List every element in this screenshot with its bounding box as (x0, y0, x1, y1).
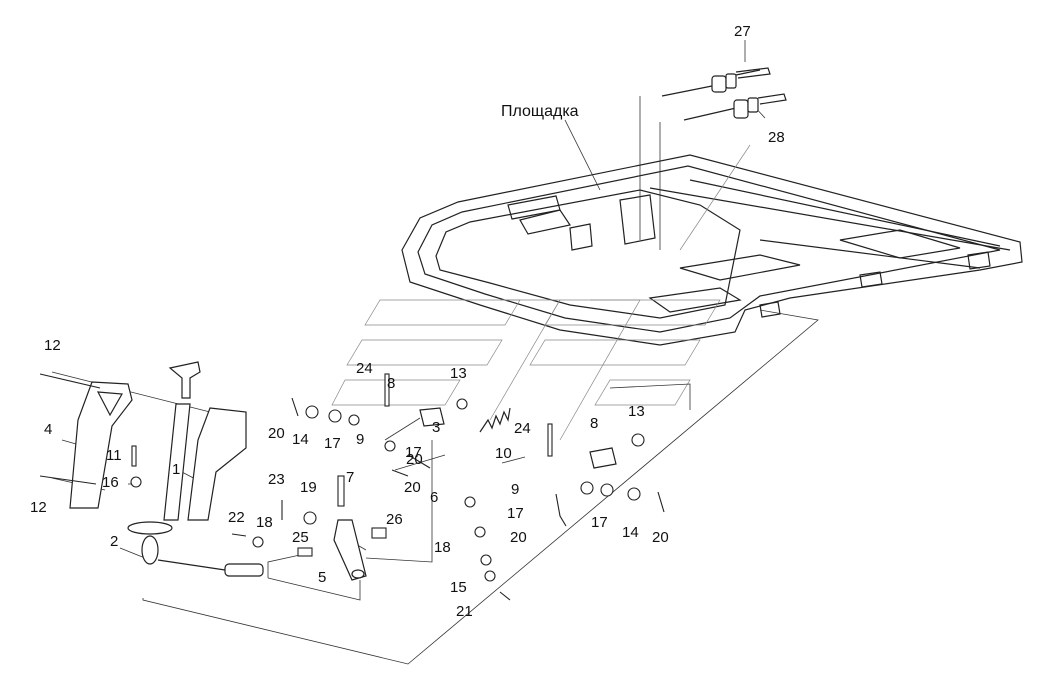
spring-10 (479, 407, 511, 433)
platform-frame (401, 154, 1023, 346)
platform-label: Площадка (501, 103, 579, 120)
callout-24-right: 24 (514, 420, 531, 437)
callout-8-right: 8 (590, 415, 598, 432)
callout-22: 22 (228, 509, 245, 526)
callout-13-left: 13 (450, 365, 467, 382)
callout-1: 1 (172, 461, 180, 478)
callout-9-left: 9 (356, 431, 364, 448)
hardware-parts (39, 373, 665, 601)
callout-20-right-lower: 20 (510, 529, 527, 546)
callout-16: 16 (102, 474, 119, 491)
callout-27: 27 (734, 23, 751, 40)
callout-20-left: 20 (268, 425, 285, 442)
callout-12-top: 12 (44, 337, 61, 354)
callout-5: 5 (318, 569, 326, 586)
callout-15: 15 (450, 579, 467, 596)
callout-20-lower: 20 (404, 479, 421, 496)
callout-4: 4 (44, 421, 52, 438)
callout-11: 11 (106, 447, 122, 464)
bracket-8-right (589, 447, 617, 469)
callout-8-left: 8 (387, 375, 395, 392)
callout-9-right: 9 (511, 481, 519, 498)
bell-crank-5 (333, 519, 367, 581)
callout-23: 23 (268, 471, 285, 488)
callout-20-right: 20 (652, 529, 669, 546)
callout-12-bottom: 12 (30, 499, 47, 516)
pedal-lever (127, 361, 264, 577)
bracket-8-left (419, 407, 445, 427)
callout-20-center: 20 (406, 451, 423, 468)
cable-27 (661, 67, 771, 97)
callout-10: 10 (495, 445, 512, 462)
callout-26: 26 (386, 511, 403, 528)
callout-28: 28 (768, 129, 785, 146)
callout-18-left: 18 (256, 514, 273, 531)
callout-2: 2 (110, 533, 118, 550)
callout-14-left: 14 (292, 431, 309, 448)
background-hatch (331, 144, 751, 441)
callout-6: 6 (430, 489, 438, 506)
callout-13-right: 13 (628, 403, 645, 420)
callout-17-center: 17 (405, 444, 422, 461)
pedal-bracket-left (69, 381, 133, 509)
callout-17-right-lower: 17 (507, 505, 524, 522)
callout-25: 25 (292, 529, 309, 546)
cable-28 (683, 93, 787, 121)
leader-lines (51, 40, 819, 665)
callout-labels: 27 28 12 12 4 11 16 1 2 22 18 23 19 25 7… (30, 23, 785, 620)
callout-19: 19 (300, 479, 317, 496)
callout-7: 7 (346, 469, 354, 486)
callout-14-right: 14 (622, 524, 639, 541)
callout-17-left: 17 (324, 435, 341, 452)
callout-24-left: 24 (356, 360, 373, 377)
callout-3: 3 (432, 419, 440, 436)
callout-18-center: 18 (434, 539, 451, 556)
pedal-cover-right (187, 407, 247, 521)
callout-17-right: 17 (591, 514, 608, 531)
callout-21: 21 (456, 603, 473, 620)
